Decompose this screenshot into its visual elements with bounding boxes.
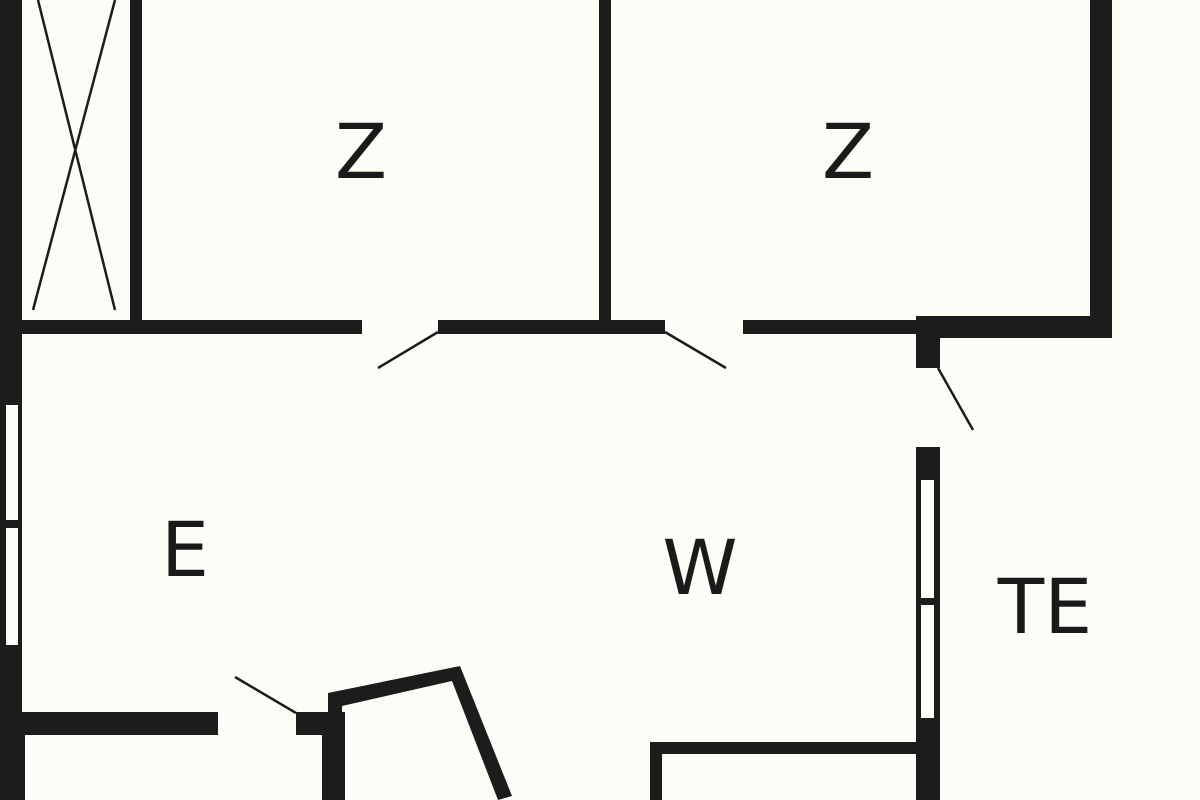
wall-bedroom-right (1090, 0, 1112, 338)
window-right-2 (921, 605, 934, 718)
window-left-2 (6, 528, 18, 645)
door-bedroom-2 (664, 330, 727, 370)
wall-left-outer (0, 0, 22, 800)
room-label-living: W (662, 523, 737, 612)
wall-horizontal-3 (743, 320, 918, 334)
closet-marks (31, 0, 117, 311)
wall-closet (130, 0, 142, 322)
wall-horizontal-1 (22, 320, 362, 334)
wall-box-left (650, 742, 662, 800)
room-label-bedroom-1: Z (335, 107, 387, 196)
window-right-1 (921, 480, 934, 598)
window-left-1 (6, 405, 18, 520)
walls (0, 0, 1112, 800)
room-label-terrace: TE (997, 562, 1092, 651)
room-label-bedroom-2: Z (822, 107, 874, 196)
wall-bottom-vertical (322, 712, 345, 800)
door-terrace (936, 367, 975, 431)
wall-angled (328, 666, 512, 800)
wall-box-top (650, 742, 918, 754)
wall-bedroom-bottom (916, 316, 1112, 338)
wall-bedroom-divider (599, 0, 611, 322)
door-swings (234, 330, 975, 715)
room-label-dining: E (161, 505, 209, 594)
wall-horizontal-2 (438, 320, 665, 334)
door-bottom (234, 675, 297, 715)
door-bedroom-1 (377, 330, 439, 370)
wall-bottom-left (22, 712, 218, 735)
wall-thin-bottom (22, 735, 25, 800)
wall-living-right-top (916, 316, 940, 368)
